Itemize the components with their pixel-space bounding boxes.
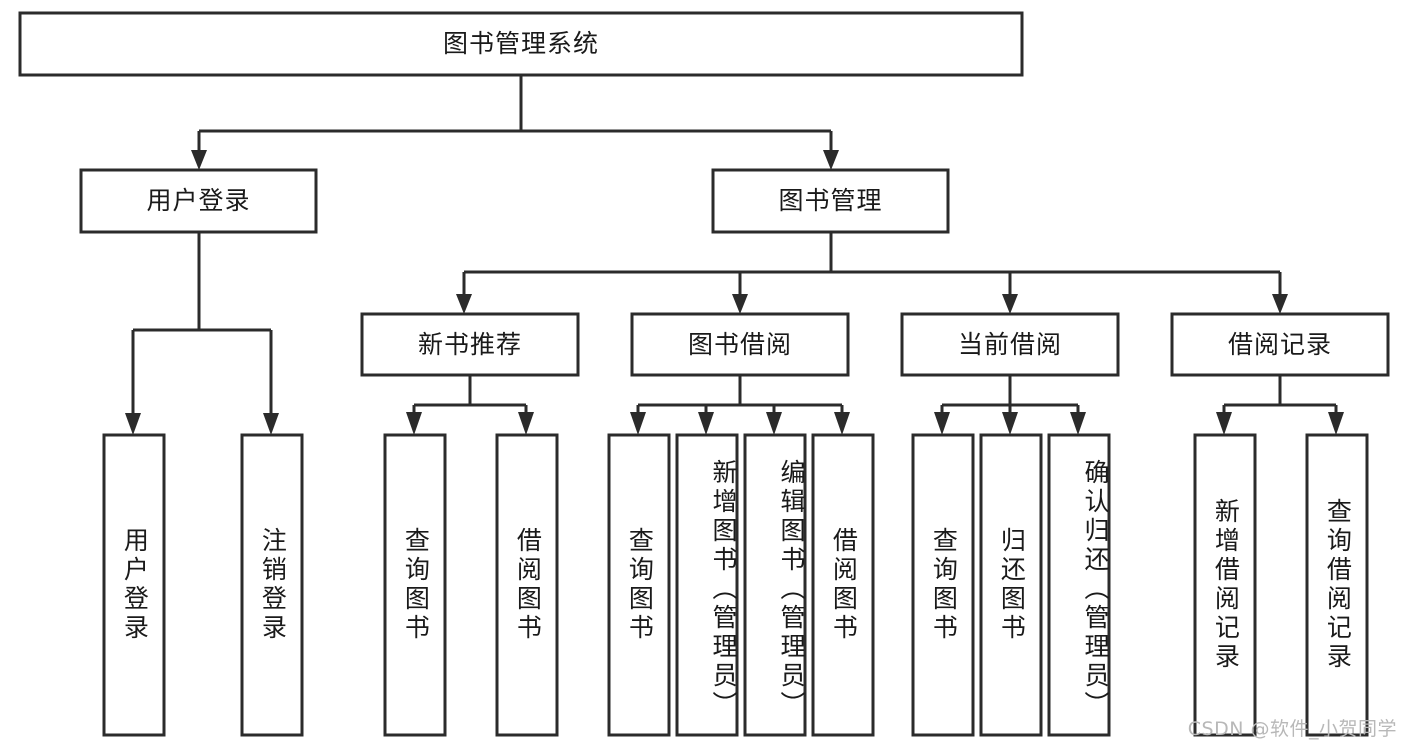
node-box-leaf-user-login[interactable] xyxy=(102,433,166,737)
connector-borrow-to-leaves xyxy=(630,375,850,435)
node-box-leaf-query-book-1[interactable] xyxy=(383,433,447,737)
arrow-head-icon xyxy=(1002,294,1018,314)
node-box-root[interactable] xyxy=(18,11,1024,77)
node-box-user-login[interactable] xyxy=(79,168,318,234)
connector-current-to-leaves xyxy=(934,375,1086,435)
node-box-leaf-return-book[interactable] xyxy=(979,433,1043,737)
arrow-head-icon xyxy=(1070,412,1086,435)
arrow-head-icon xyxy=(732,294,748,314)
arrow-head-icon xyxy=(766,412,782,435)
node-box-leaf-query-book-2[interactable] xyxy=(607,433,671,737)
connector-newbook-to-leaves xyxy=(406,375,534,435)
arrow-head-icon xyxy=(823,150,839,170)
arrow-head-icon xyxy=(1272,294,1288,314)
node-box-leaf-borrow-book-1[interactable] xyxy=(495,433,559,737)
node-box-book-borrow[interactable] xyxy=(630,312,850,377)
arrow-head-icon xyxy=(1328,412,1344,435)
node-box-leaf-confirm-return[interactable] xyxy=(1047,433,1111,737)
connector-bookmgmt-to-level3 xyxy=(456,232,1288,314)
node-box-leaf-logout[interactable] xyxy=(240,433,304,737)
arrow-head-icon xyxy=(698,412,714,435)
node-box-leaf-add-book[interactable] xyxy=(675,433,739,737)
arrow-head-icon xyxy=(518,412,534,435)
node-box-book-management[interactable] xyxy=(711,168,950,234)
node-box-borrow-records[interactable] xyxy=(1170,312,1390,377)
node-box-current-borrow[interactable] xyxy=(900,312,1120,377)
arrow-head-icon xyxy=(1002,412,1018,435)
arrow-head-icon xyxy=(406,412,422,435)
connector-userlogin-to-leaves xyxy=(125,232,279,435)
node-box-new-book-recommend[interactable] xyxy=(360,312,580,377)
node-box-leaf-query-record[interactable] xyxy=(1305,433,1369,737)
connector-root-to-level2 xyxy=(191,75,839,170)
node-box-leaf-borrow-book-2[interactable] xyxy=(811,433,875,737)
arrow-head-icon xyxy=(934,412,950,435)
node-box-leaf-add-record[interactable] xyxy=(1193,433,1257,737)
arrow-head-icon xyxy=(191,150,207,170)
node-box-leaf-edit-book[interactable] xyxy=(743,433,807,737)
node-box-leaf-query-book-3[interactable] xyxy=(911,433,975,737)
connector-records-to-leaves xyxy=(1216,375,1344,435)
arrow-head-icon xyxy=(1216,412,1232,435)
arrow-head-icon xyxy=(125,413,141,435)
arrow-head-icon xyxy=(630,412,646,435)
arrow-head-icon xyxy=(456,294,472,314)
arrow-head-icon xyxy=(834,412,850,435)
arrow-head-icon xyxy=(263,413,279,435)
watermark-text: CSDN @软件_小贺同学 xyxy=(1187,718,1397,740)
